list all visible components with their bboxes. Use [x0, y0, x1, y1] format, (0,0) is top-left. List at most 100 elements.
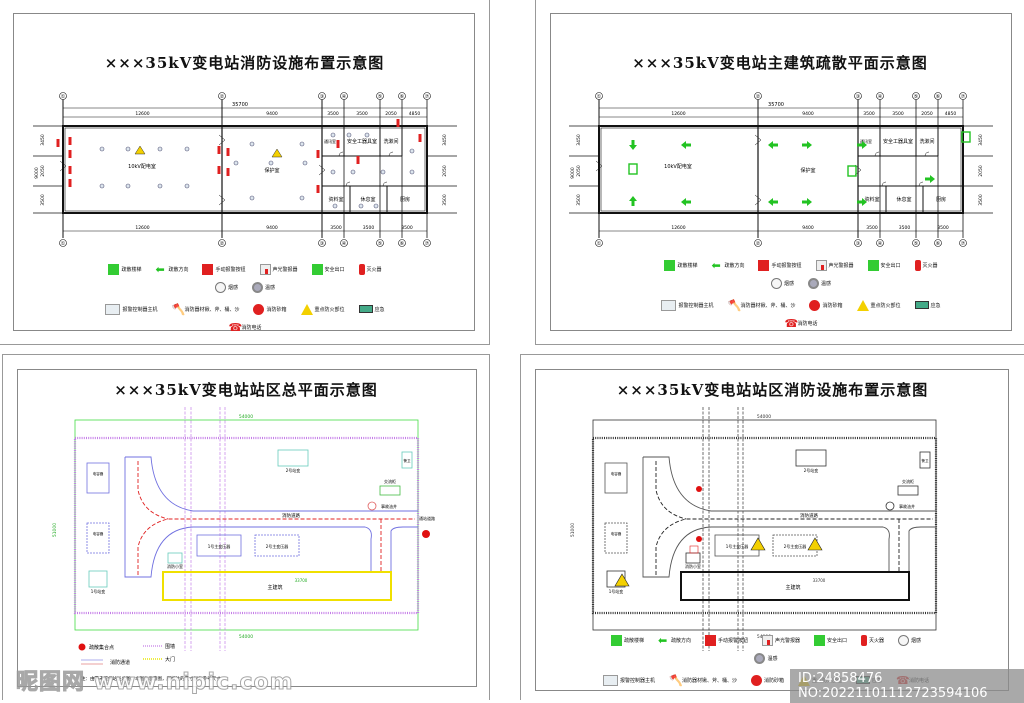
axis-label: ②: [756, 94, 761, 100]
axis-bubble: [595, 92, 603, 100]
fire-small-room-label: 消防小室: [167, 563, 183, 569]
emergency-light-icon: [358, 305, 373, 313]
fire-extinguisher-icon: [356, 156, 360, 164]
key-fire-area-icon: [300, 303, 313, 315]
smoke-detector-icon: [373, 203, 379, 209]
fire-road-edge: [124, 457, 372, 578]
axis-bubble: [934, 239, 942, 247]
watermark-site: 昵图网 www.nipic.com: [16, 670, 294, 696]
guard-room: [401, 451, 413, 469]
axis-label: ⑥: [400, 241, 405, 247]
evacuation-direction-icon: ⬅: [711, 258, 721, 272]
axis-label: ⑤: [914, 241, 918, 247]
fire-extinguisher-icon: [316, 185, 320, 193]
safety-exit-icon: [961, 131, 971, 143]
heat-detector-icon: [409, 148, 415, 154]
fire-extinguisher-icon: [56, 139, 60, 147]
axis-bubble: [876, 92, 884, 100]
legend-item: 烟感: [214, 280, 238, 294]
legend-label: 声光警报器: [774, 637, 800, 644]
fire-road-edge: [643, 456, 936, 512]
legend-item: ☎消防电话: [784, 316, 817, 330]
capacitor-1: [86, 462, 110, 494]
fire-small-room: [167, 552, 183, 564]
fire-road-edge: [642, 457, 890, 578]
station-transformer-1: [88, 570, 108, 588]
legend-label: 温感: [767, 655, 778, 662]
evacuation-arrow-icon: [681, 141, 691, 149]
legend-gate: 大门: [165, 656, 175, 663]
room-label-10kv: 10kV配电室: [128, 163, 156, 170]
dim-top: 3500: [863, 111, 875, 117]
room-label-10kv: 10kV配电室: [664, 163, 692, 170]
axis-bubble: [754, 92, 762, 100]
legend-label: 烟感: [227, 284, 238, 291]
door-swing-icon: [874, 151, 880, 157]
axis-bubble: [376, 239, 384, 247]
fire-extinguisher-icon: [68, 150, 72, 158]
panel-title: ×××35kV变电站消防设施布置示意图: [104, 54, 385, 72]
legend: 疏散楼梯⬅疏散方向手动报警按钮声光警报器安全出口灭火器烟感温感报警控制器主机🪓消…: [656, 258, 946, 330]
emergency-light-icon: [914, 301, 929, 309]
legend-label: 安全出口: [827, 637, 848, 644]
main-building: [680, 571, 910, 601]
axis-label: ⑦: [425, 241, 430, 247]
accident-pool-label: 事故油井: [899, 503, 915, 509]
manual-alarm-button-icon: [202, 263, 214, 275]
room-label-data: 资料室: [328, 196, 343, 203]
door-icon: [318, 164, 326, 176]
fire-phone-icon: ☎: [784, 316, 799, 330]
door-icon: [218, 194, 226, 206]
legend-label: 应急: [374, 306, 385, 313]
dim-top: 9400: [266, 111, 278, 117]
axis-label: ①: [61, 241, 66, 247]
station-transformer-2: [277, 449, 309, 467]
legend-label: 消防电话: [797, 320, 818, 327]
dim-bottom: 12600: [135, 225, 149, 231]
ac-cabinet: [379, 485, 401, 496]
fire-extinguisher-icon: [226, 148, 230, 156]
fire-hydrant-icon: [696, 486, 702, 492]
dim-top: 12600: [671, 111, 685, 117]
dim-bottom: 9400: [802, 225, 814, 231]
legend-label: 报警控制器主机: [619, 677, 655, 684]
smoke-detector-icon: [364, 132, 370, 138]
axis-label: ①: [597, 94, 602, 100]
legend-item: 手动报警按钮: [704, 633, 748, 647]
accident-pool: [885, 501, 895, 511]
panel-site-fire-facilities: ×××35kV变电站站区消防设施布置示意图 540005400051000消防道…: [520, 354, 1024, 700]
capacitor-label: 电容器: [611, 471, 622, 476]
axis-label: ⑤: [378, 94, 382, 100]
legend-label: 报警控制器主机: [678, 302, 714, 309]
dim-left: 3500: [576, 194, 582, 206]
assembly-point-icon: [78, 643, 86, 651]
axis-label: ⑦: [961, 241, 966, 247]
legend-label: 消防器材锹、斧、桶、沙: [184, 306, 240, 313]
legend-label: 手动报警按钮: [717, 637, 748, 644]
legend-item: 重点防火部位: [300, 302, 345, 316]
transformer-2-label: 2号主变压器: [784, 543, 807, 549]
axis-label: ④: [342, 241, 347, 247]
heat-detector-icon: [184, 146, 190, 152]
manual-alarm-button-icon: [704, 634, 716, 646]
dim-height: 51000: [570, 523, 576, 537]
dim-top: 3500: [892, 111, 904, 117]
legend-label: 消防砂箱: [763, 677, 784, 684]
legend-item: 疏散楼梯: [664, 258, 697, 272]
legend-label: 疏散楼梯: [121, 266, 142, 273]
dim-height: 51000: [52, 523, 58, 537]
axis-bubble: [934, 92, 942, 100]
legend-item: 温感: [252, 280, 275, 294]
legend-label: 消防砂箱: [266, 306, 287, 313]
capacitor-label: 电容器: [93, 471, 104, 476]
axis-label: ⑥: [936, 241, 941, 247]
axis-label: ②: [220, 94, 225, 100]
legend-item: 应急: [358, 302, 385, 316]
fire-extinguisher-icon: [68, 137, 72, 145]
legend-item: 报警控制器主机: [602, 673, 655, 687]
heat-detector-icon: [302, 160, 308, 166]
dim-left-total: 9000: [34, 167, 40, 179]
fire-phone-icon: ☎: [228, 320, 243, 334]
door-swing-icon: [388, 151, 394, 157]
